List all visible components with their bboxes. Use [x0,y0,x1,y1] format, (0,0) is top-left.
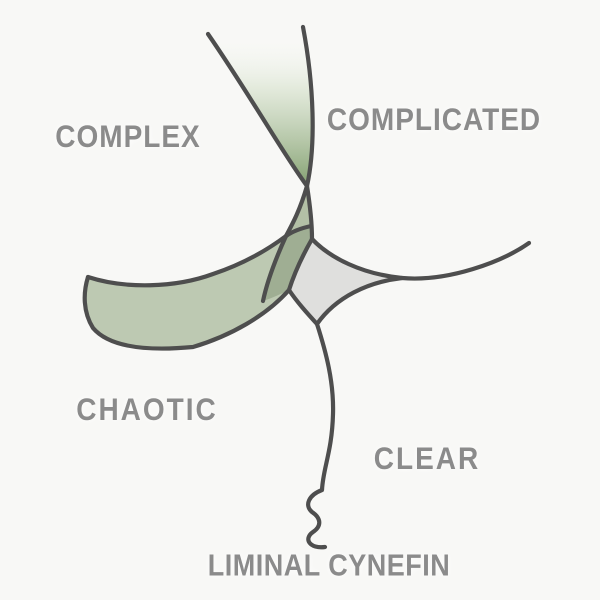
aporetic-center-region [289,239,402,324]
complex-boundary-curve [205,31,315,242]
complicated-boundary-curve [260,24,315,304]
clear-domain-label: CLEAR [373,441,481,476]
chaotic-domain-label: CHAOTIC [76,392,218,427]
complex-complicated-gradient-band [208,27,313,186]
band-overlap-region [263,226,312,301]
band-top-boundary [85,223,314,288]
clear-chaotic-boundary-with-squiggle [306,275,405,550]
complex-domain-label: COMPLEX [55,119,201,154]
band-bottom-boundary [82,274,292,351]
center-star-upper-left-edge [286,236,315,293]
center-star-lower-left-edge [286,287,320,327]
complicated-domain-label: COMPLICATED [326,102,542,137]
diagram-title: LIMINAL CYNEFIN [207,548,451,583]
